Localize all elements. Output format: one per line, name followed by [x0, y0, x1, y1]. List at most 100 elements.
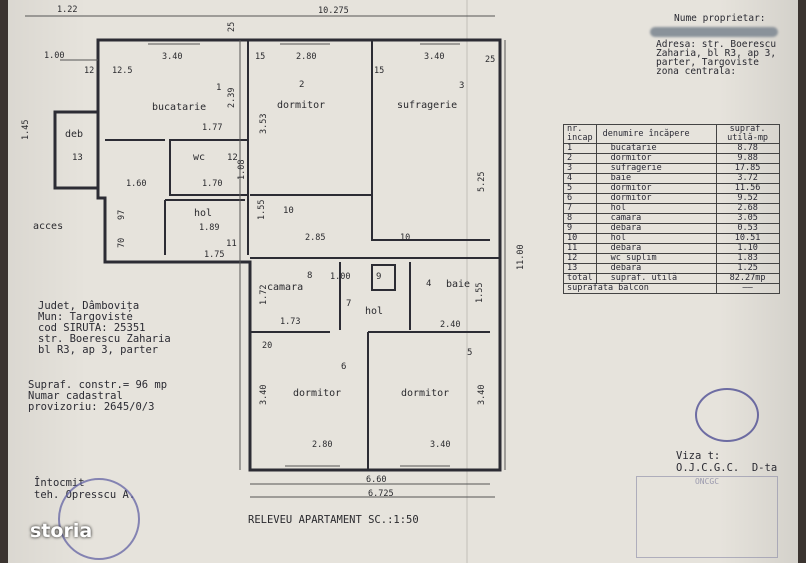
dim: 1.72	[259, 285, 269, 305]
visa-office: O.J.C.G.C. D-ta	[676, 462, 778, 474]
dim: 3.40	[424, 52, 444, 62]
room-number: 5	[467, 348, 472, 358]
room-name: dormitor	[595, 193, 717, 204]
dim: 10	[400, 233, 410, 243]
room-nr: 10	[563, 233, 597, 244]
watermark-logo: storia	[30, 520, 93, 542]
dim: 1.08	[237, 160, 247, 180]
room-nr: 11	[563, 243, 597, 254]
col-nr: nr. incap	[563, 124, 597, 144]
certification-stamp	[58, 478, 140, 560]
dim: 25	[227, 22, 237, 32]
room-label-13: deb	[65, 129, 83, 140]
dim: 1.73	[280, 317, 300, 327]
room-label-2: dormitor	[277, 100, 325, 111]
location-line: Judet, Dâmbovița	[38, 300, 140, 312]
dim: 1.55	[257, 200, 267, 220]
dim: 1.55	[475, 283, 485, 303]
room-label-4: baie	[446, 279, 470, 290]
dim: 1.70	[202, 179, 222, 189]
room-number: 6	[341, 362, 346, 372]
room-name: wc suplim	[595, 253, 717, 264]
interior-walls	[105, 40, 500, 470]
room-nr: 3	[563, 163, 597, 174]
dim: 2.80	[296, 52, 316, 62]
room-label-11: hol	[194, 208, 212, 219]
room-nr: 9	[563, 223, 597, 234]
dim: 3.40	[259, 385, 269, 405]
room-number: 7	[346, 299, 351, 309]
room-nr: 8	[563, 213, 597, 224]
room-number: 1	[216, 83, 221, 93]
dim: 1.00	[44, 51, 64, 61]
dim: 2.40	[440, 320, 460, 330]
col-area: supraf. utilă-mp	[715, 124, 780, 144]
room-nr: 4	[563, 173, 597, 184]
balcony-label: suprafata balcon	[563, 283, 717, 294]
dimension-lines	[25, 15, 506, 498]
room-area: 9.52	[715, 193, 780, 204]
fold-line	[466, 0, 468, 563]
room-area: 11.56	[715, 183, 780, 194]
room-name: debara	[595, 243, 717, 254]
surface-line: Supraf. constr.= 96 mp	[28, 379, 168, 391]
surface-line: provizoriu: 2645/0/3	[28, 401, 155, 413]
surface-line: Numar cadastral	[28, 390, 123, 402]
dim: 1.45	[21, 120, 31, 140]
room-area: 0.53	[715, 223, 780, 234]
room-label-6: dormitor	[293, 388, 341, 399]
address-line: parter, Targoviste	[656, 57, 759, 68]
table-balcony: suprafata balcon——	[563, 283, 780, 294]
address-line: Adresa: str. Boerescu	[656, 39, 777, 50]
dim: 1.60	[126, 179, 146, 189]
room-area: 3.72	[715, 173, 780, 184]
dim: 6.725	[368, 489, 394, 499]
room-name: baie	[595, 173, 717, 184]
dim: 2.39	[227, 88, 237, 108]
location-line: Mun: Targoviste	[38, 311, 133, 323]
dim: 1.22	[57, 5, 77, 15]
dim: 2.80	[312, 440, 332, 450]
dim: 1.75	[204, 250, 224, 260]
dim: 6.60	[366, 475, 386, 485]
owner-label: Nume proprietar:	[674, 13, 766, 24]
room-number: 3	[459, 81, 464, 91]
access-label: acces	[33, 221, 63, 232]
room-name: sufragerie	[595, 163, 717, 174]
room-area: 10.51	[715, 233, 780, 244]
room-number: 8	[307, 271, 312, 281]
address-line: zona centrala:	[656, 66, 737, 77]
windows	[148, 43, 460, 467]
room-area: 1.83	[715, 253, 780, 264]
total-label: total	[563, 273, 597, 284]
room-label-12: wc	[193, 152, 205, 163]
room-label-3: sufragerie	[397, 100, 457, 111]
stamp-text: ONCGC	[694, 477, 720, 486]
dim: 3.53	[259, 114, 269, 134]
location-block: Judet, Dâmbovița Mun: Targoviste cod SIR…	[38, 301, 171, 356]
room-nr: 1	[563, 143, 597, 154]
dim: 15	[255, 52, 265, 62]
room-area: 3.05	[715, 213, 780, 224]
dim: 12.5	[112, 66, 132, 76]
redacted-owner-name	[650, 27, 778, 37]
room-name: dormitor	[595, 183, 717, 194]
author-label: Întocmit	[34, 477, 85, 489]
outer-wall	[96, 38, 502, 472]
visa-label: Viza t:	[676, 450, 721, 462]
total-value: 82.27mp	[715, 273, 780, 284]
room-label-8: camara	[267, 282, 303, 293]
dim: 1.89	[199, 223, 219, 233]
